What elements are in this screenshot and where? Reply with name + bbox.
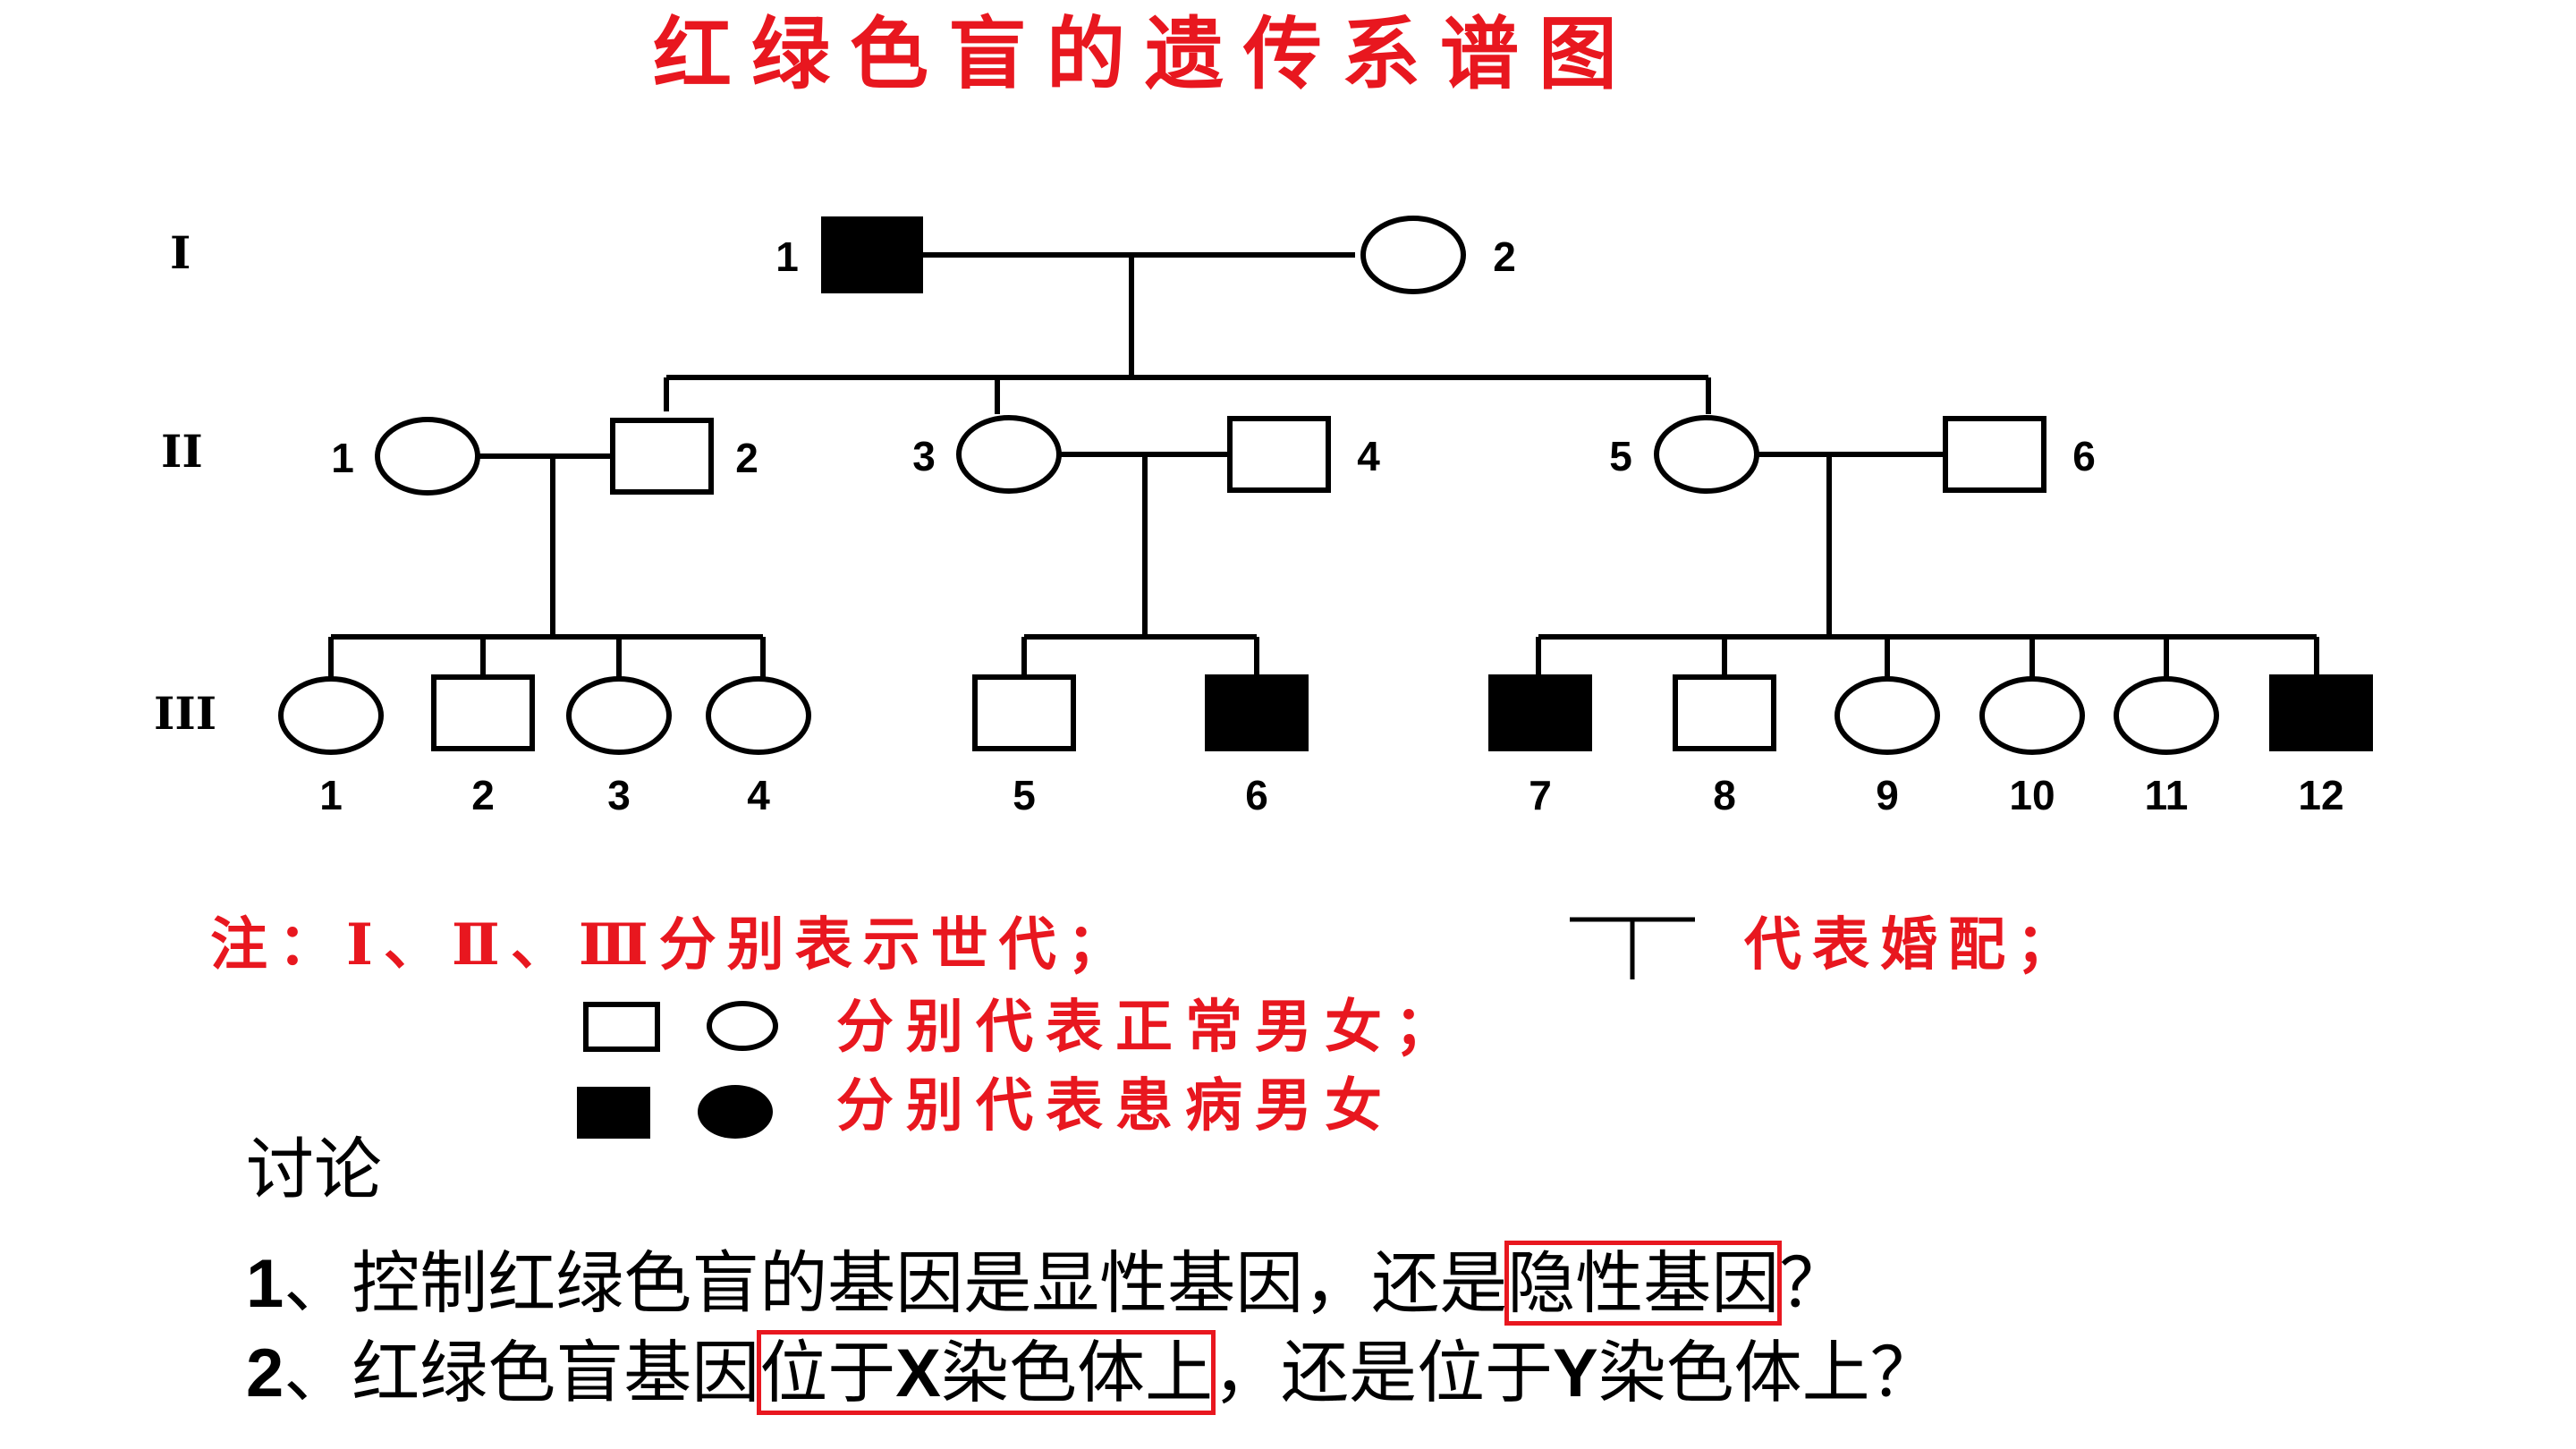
question-2: 2、红绿色盲基因位于X染色体上，还是位于Y染色体上？ [246,1330,1938,1415]
generation-label-3: III [154,687,216,740]
normal-female-icon [706,676,811,755]
legend-affected-symbols [577,1085,773,1139]
affected-male-icon [821,216,923,293]
page-title: 红绿色盲的遗传系谱图 [653,7,1638,100]
individual-1-1: 1 [775,216,923,293]
individual-1-2: 2 [1360,216,1516,294]
normal-female-icon [956,415,1062,494]
normal-female-icon [2114,676,2219,755]
normal-male-icon [972,674,1076,751]
normal-male-icon [1227,416,1331,493]
legend-normal-male-icon [583,1002,660,1052]
affected-male-icon [1488,674,1592,751]
individual-3-7: 7 [1488,674,1592,818]
individual-number: 5 [1609,433,1632,479]
normal-female-icon [1979,676,2085,755]
individual-number: 9 [1876,772,1899,818]
legend-affected-note: 分别代表患病男女 [836,1072,1394,1140]
normal-male-icon [1943,416,2046,493]
individual-number: 1 [319,772,343,818]
individual-2-6: 6 [1943,416,2096,493]
individual-3-11: 11 [2114,676,2219,818]
individual-3-10: 10 [1979,676,2085,818]
individual-number: 4 [1357,433,1380,479]
question-1-end: ？ [1779,1243,1848,1323]
pedigree-lines [328,252,2319,682]
individual-3-2: 2 [431,674,535,818]
individual-number: 6 [1245,772,1268,818]
normal-female-icon [278,676,384,755]
normal-female-icon [566,676,672,755]
generation-label-1: I [170,226,191,279]
normal-male-icon [1673,674,1776,751]
question-2-text: 、红绿色盲基因 [284,1333,760,1412]
normal-female-icon [1654,415,1759,494]
discussion-heading: 讨论 [246,1130,382,1209]
individual-3-5: 5 [972,674,1076,818]
affected-male-icon [2269,674,2373,751]
question-1-text: 、控制红绿色盲的基因是显性基因，还是 [284,1243,1508,1323]
individual-number: 12 [2298,772,2343,818]
individual-number: 2 [735,435,758,481]
individual-3-1: 1 [278,676,384,818]
individual-3-12: 12 [2269,674,2373,818]
individual-number: 3 [607,772,631,818]
legend-normal-note: 分别代表正常男女； [836,994,1464,1061]
individual-3-4: 4 [706,676,811,818]
individual-number: 11 [2145,772,2189,818]
legend-normal-female-icon [707,1001,778,1051]
individual-3-6: 6 [1205,674,1309,818]
question-1: 1、控制红绿色盲的基因是显性基因，还是隐性基因？ [246,1239,1847,1329]
legend-marriage-symbol [1570,917,1695,979]
individual-number: 5 [1013,772,1036,818]
question-2-number: 2 [246,1335,284,1411]
question-2-highlight: 位于X染色体上 [757,1330,1216,1415]
individual-number: 7 [1529,772,1552,818]
individual-number: 3 [912,433,936,479]
individual-2-3: 3 [912,415,1062,494]
normal-female-icon [1835,676,1940,755]
individual-2-1: 1 [331,417,480,496]
individual-number: 4 [747,772,770,818]
generation-label-2: II [161,425,203,478]
individual-3-8: 8 [1673,674,1776,818]
individual-number: 2 [471,772,495,818]
legend-generations-note: 注：Ⅰ、Ⅱ、Ⅲ分别表示世代； [210,911,1135,979]
legend-affected-male-icon [577,1087,650,1139]
individual-number: 10 [2009,772,2055,818]
legend-affected-female-icon [698,1085,773,1139]
question-1-number: 1 [246,1246,284,1322]
question-1-highlight: 隐性基因 [1504,1241,1783,1326]
normal-male-icon [610,418,714,495]
individual-number: 8 [1713,772,1736,818]
individual-3-9: 9 [1835,676,1940,818]
individual-number: 1 [775,233,799,280]
individual-2-2: 2 [610,418,758,495]
individual-3-3: 3 [566,676,672,818]
individual-number: 6 [2072,433,2096,479]
individual-number: 1 [331,435,354,481]
normal-female-icon [375,417,480,496]
normal-male-icon [431,674,535,751]
individual-2-4: 4 [1227,416,1380,493]
individual-number: 2 [1493,233,1516,280]
legend-normal-symbols [583,1001,778,1052]
legend-marriage-note: 代表婚配； [1743,911,2084,979]
individual-2-5: 5 [1609,415,1759,494]
normal-female-icon [1360,216,1466,294]
affected-male-icon [1205,674,1309,751]
